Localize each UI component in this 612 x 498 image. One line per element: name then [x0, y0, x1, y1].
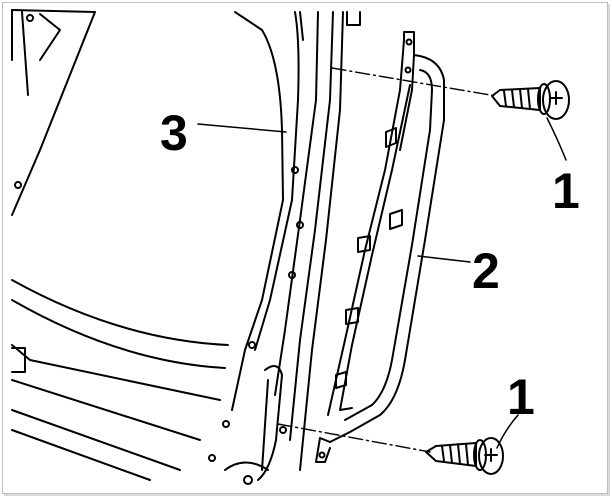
screw-bottom — [425, 437, 504, 475]
screw-top — [491, 80, 570, 120]
callout-guide-rail: 2 — [472, 243, 500, 299]
guide-rail — [315, 31, 445, 463]
door-frame — [11, 9, 361, 485]
alignment-lines — [277, 67, 497, 453]
leader-lines — [197, 117, 567, 449]
callout-screw-bottom: 1 — [507, 369, 535, 425]
callout-screw-top: 1 — [552, 163, 580, 219]
callout-door-frame: 3 — [160, 105, 188, 161]
